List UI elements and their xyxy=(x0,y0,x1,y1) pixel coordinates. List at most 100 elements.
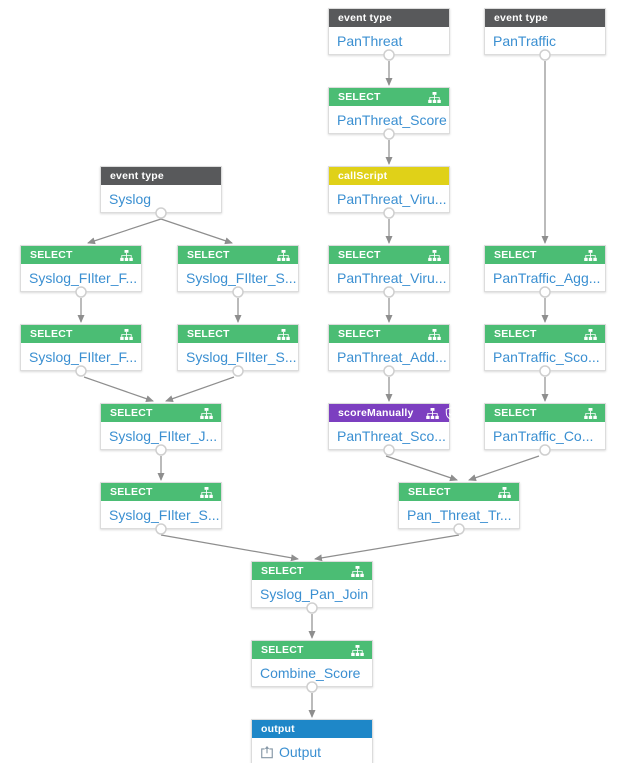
node-name-label: Syslog_FIlter_S... xyxy=(101,501,221,528)
node-name-label: PanThreat_Viru... xyxy=(329,264,449,291)
node-name-label: Syslog_FIlter_F... xyxy=(21,343,141,370)
link-arrow xyxy=(165,376,235,402)
node-header: event type xyxy=(101,167,221,185)
node-type-label: SELECT xyxy=(494,328,537,340)
node-header: SELECT xyxy=(178,246,298,264)
sitemap-icon xyxy=(200,486,213,498)
node-header: SELECT xyxy=(252,641,372,659)
node-name-label: Syslog_FIlter_S... xyxy=(178,343,298,370)
node-name-label: Syslog xyxy=(101,185,221,212)
node-select-syslog-filter-f-2[interactable]: SELECT Syslog_FIlter_F... xyxy=(20,324,142,371)
node-type-label: SELECT xyxy=(338,249,381,261)
node-select-panthreat-viru[interactable]: SELECT PanThreat_Viru... xyxy=(328,245,450,292)
node-select-syslog-filter-s-3[interactable]: SELECT Syslog_FIlter_S... xyxy=(100,482,222,529)
node-type-label: SELECT xyxy=(110,407,153,419)
link-arrow xyxy=(385,455,458,482)
node-header: SELECT xyxy=(101,483,221,501)
node-select-syslog-filter-j[interactable]: SELECT Syslog_FIlter_J... xyxy=(100,403,222,450)
node-select-syslog-filter-f-1[interactable]: SELECT Syslog_FIlter_F... xyxy=(20,245,142,292)
node-name-text: PanThreat_Viru... xyxy=(337,269,447,286)
node-name-label: Pan_Threat_Tr... xyxy=(399,501,519,528)
link-arrow xyxy=(83,376,154,403)
sitemap-icon xyxy=(120,328,133,340)
node-select-syslog-pan-join[interactable]: SELECT Syslog_Pan_Join xyxy=(251,561,373,608)
node-type-label: SELECT xyxy=(261,565,304,577)
node-header: SELECT xyxy=(21,246,141,264)
node-type-label: SELECT xyxy=(110,486,153,498)
node-header: event type xyxy=(485,9,605,27)
node-type-label: SELECT xyxy=(30,249,73,261)
node-name-label: PanTraffic_Sco... xyxy=(485,343,605,370)
node-name-text: PanThreat_Sco... xyxy=(337,427,446,444)
sitemap-icon xyxy=(351,565,364,577)
node-name-label: Output xyxy=(252,738,372,763)
export-icon xyxy=(260,745,274,759)
node-header: SELECT xyxy=(252,562,372,580)
node-type-label: SELECT xyxy=(30,328,73,340)
link-arrow xyxy=(160,218,233,245)
node-name-text: Syslog_Pan_Join xyxy=(260,585,369,602)
node-name-text: PanTraffic xyxy=(493,32,557,49)
node-header: SELECT xyxy=(329,325,449,343)
node-name-text: PanThreat_Add... xyxy=(337,348,447,365)
node-select-syslog-filter-s-1[interactable]: SELECT Syslog_FIlter_S... xyxy=(177,245,299,292)
node-type-label: event type xyxy=(494,12,548,24)
node-name-text: PanThreat_Score xyxy=(337,111,447,128)
node-name-label: Combine_Score xyxy=(252,659,372,686)
node-select-pantraffic-agg[interactable]: SELECT PanTraffic_Agg... xyxy=(484,245,606,292)
node-name-text: PanThreat_Viru... xyxy=(337,190,447,207)
link-arrow xyxy=(87,218,162,245)
node-name-text: Combine_Score xyxy=(260,664,361,681)
node-name-text: Syslog_FIlter_S... xyxy=(109,506,220,523)
node-type-label: SELECT xyxy=(494,407,537,419)
node-type-label: SELECT xyxy=(338,328,381,340)
node-name-label: PanTraffic_Agg... xyxy=(485,264,605,291)
node-header: event type xyxy=(329,9,449,27)
node-header: scoreManually xyxy=(329,404,456,422)
node-name-text: PanTraffic_Co... xyxy=(493,427,594,444)
node-header: SELECT xyxy=(101,404,221,422)
sitemap-icon xyxy=(351,644,364,656)
node-name-label: PanThreat_Add... xyxy=(329,343,449,370)
sitemap-icon xyxy=(584,328,597,340)
node-header: SELECT xyxy=(329,246,449,264)
node-type-label: SELECT xyxy=(261,644,304,656)
node-name-label: PanTraffic xyxy=(485,27,605,54)
node-select-panthreat-add[interactable]: SELECT PanThreat_Add... xyxy=(328,324,450,371)
sitemap-icon xyxy=(584,407,597,419)
node-header: SELECT xyxy=(485,325,605,343)
node-select-pantraffic-co[interactable]: SELECT PanTraffic_Co... xyxy=(484,403,606,450)
node-type-label: event type xyxy=(338,12,392,24)
node-name-text: Syslog_FIlter_S... xyxy=(186,269,297,286)
sitemap-icon xyxy=(425,407,439,419)
node-name-label: Syslog_FIlter_J... xyxy=(101,422,221,449)
node-type-label: event type xyxy=(110,170,164,182)
sitemap-icon xyxy=(428,91,441,103)
node-type-label: SELECT xyxy=(494,249,537,261)
node-header: SELECT xyxy=(399,483,519,501)
node-name-text: PanThreat xyxy=(337,32,403,49)
node-header: SELECT xyxy=(21,325,141,343)
node-name-label: PanThreat_Score xyxy=(329,106,449,133)
node-select-combine-score[interactable]: SELECT Combine_Score xyxy=(251,640,373,687)
node-name-label: PanThreat_Sco... xyxy=(329,422,449,449)
link-arrow xyxy=(314,534,460,562)
sitemap-icon xyxy=(200,407,213,419)
node-select-pantraffic-sco[interactable]: SELECT PanTraffic_Sco... xyxy=(484,324,606,371)
node-name-text: Output xyxy=(279,743,322,760)
node-type-label: SELECT xyxy=(187,249,230,261)
node-name-label: Syslog_FIlter_F... xyxy=(21,264,141,291)
node-name-label: PanThreat xyxy=(329,27,449,54)
node-name-text: Syslog_FIlter_J... xyxy=(109,427,218,444)
node-name-label: PanThreat_Viru... xyxy=(329,185,449,212)
